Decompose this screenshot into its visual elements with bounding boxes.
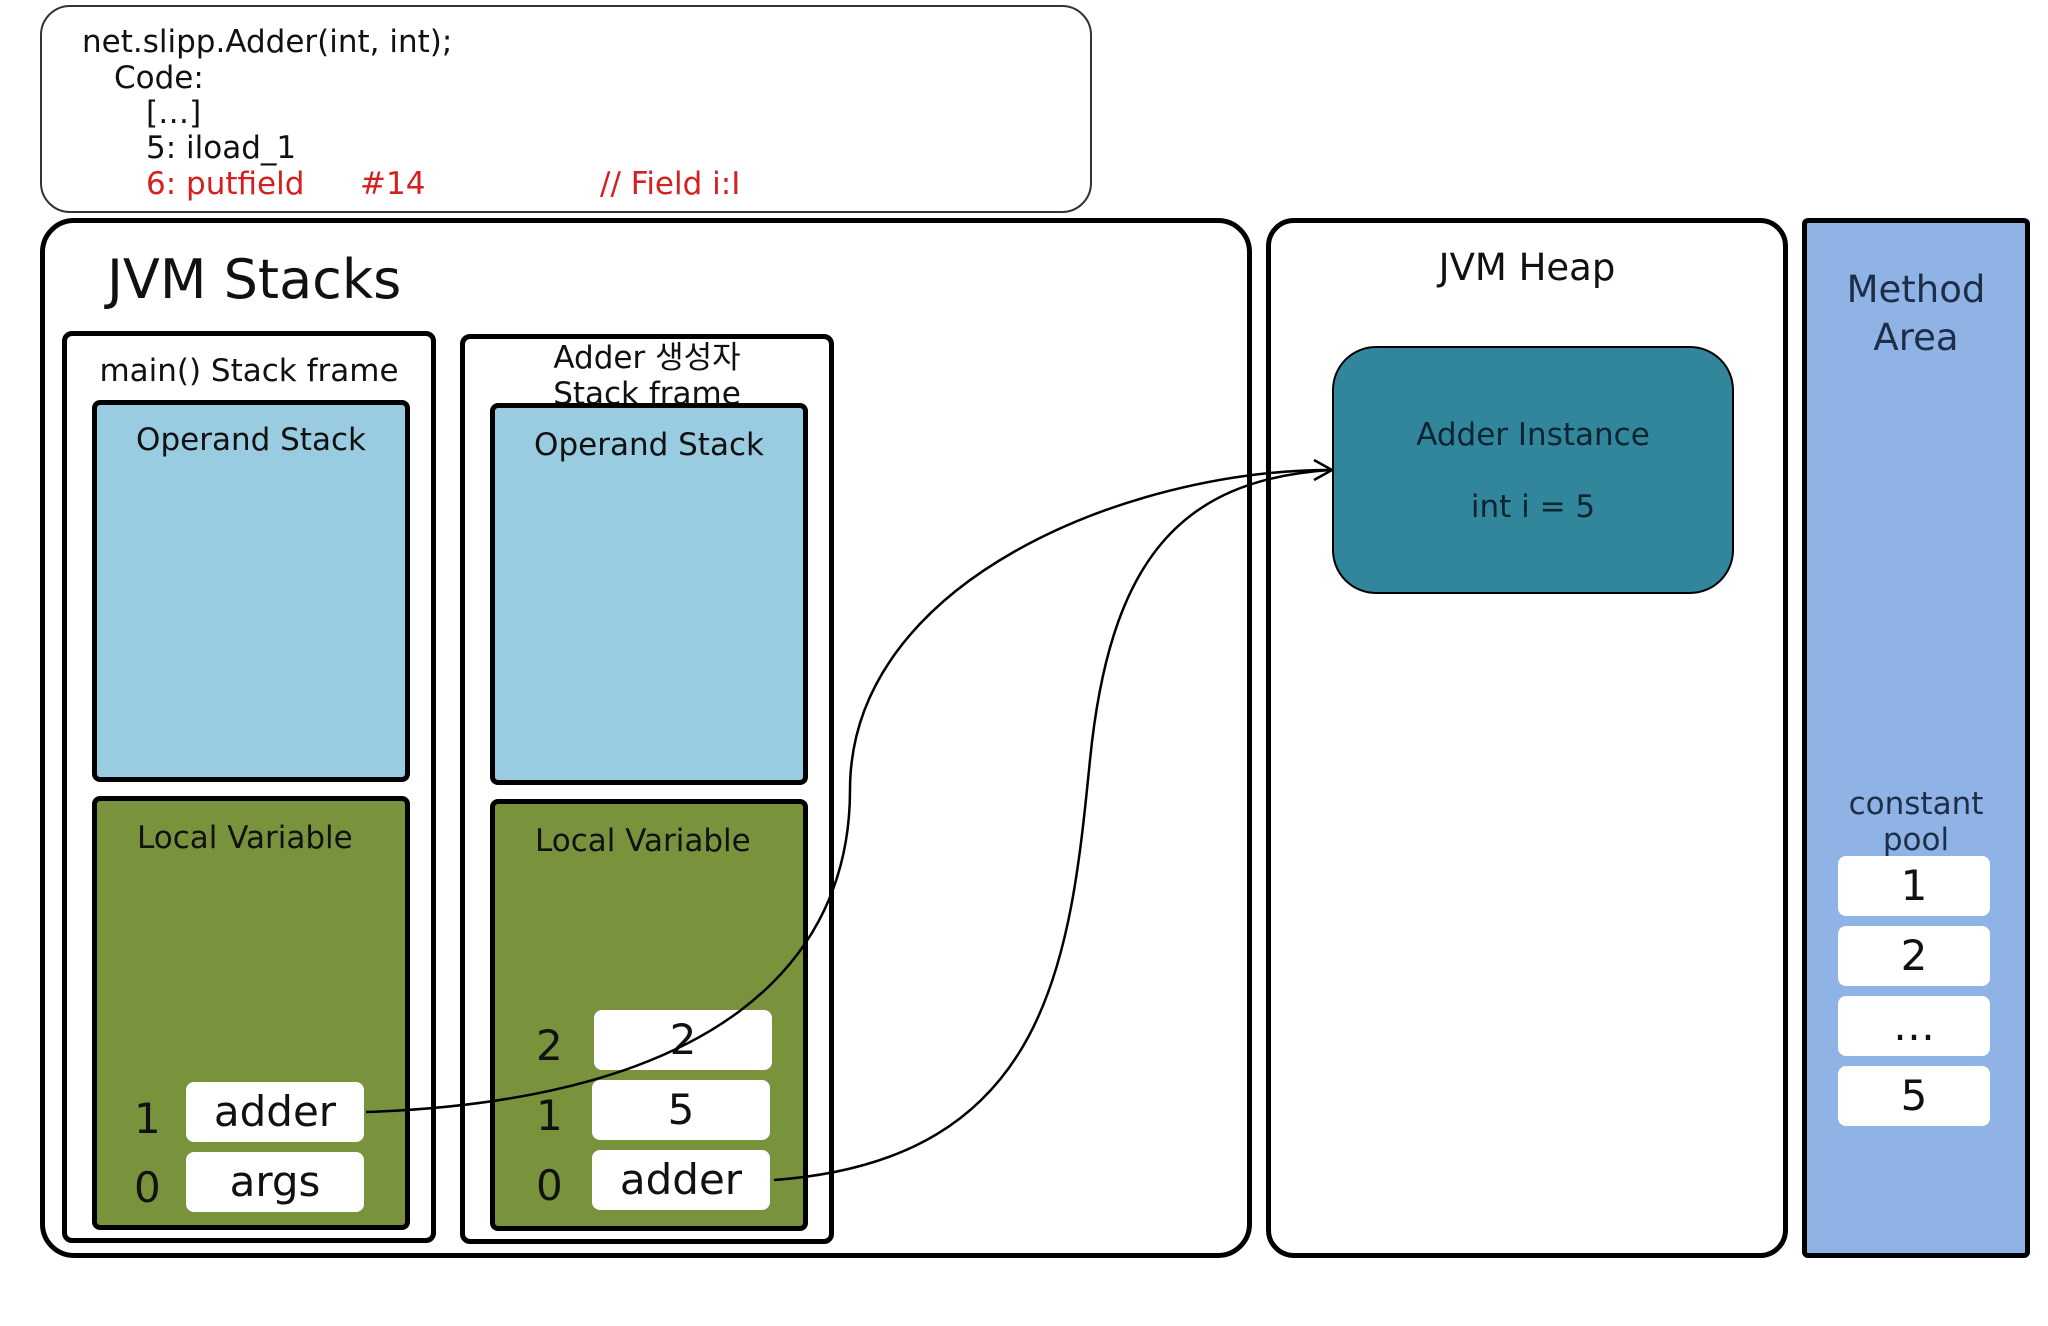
adder-local-variable-label: Local Variable [535,823,751,859]
code-putfield-op: 6: putfield [146,166,305,202]
code-label: Code: [114,60,204,96]
adder-slot-value: 5 [592,1080,770,1140]
method-area-title-line2: Area [1873,316,1959,359]
constant-pool-entry: 1 [1838,856,1990,916]
bytecode-box: net.slipp.Adder(int, int); Code: […] 5: … [40,5,1092,213]
code-putfield-ref: #14 [360,166,426,202]
adder-slot-index: 2 [536,1021,563,1070]
code-iload: 5: iload_1 [146,130,297,166]
constant-pool-entry: 2 [1838,926,1990,986]
code-putfield-comment: // Field i:I [600,166,741,202]
adder-operand-stack-label: Operand Stack [534,427,764,463]
adder-slot-value: 2 [594,1010,772,1070]
main-slot-index: 1 [134,1094,161,1143]
jvm-heap-title: JVM Heap [1438,246,1616,289]
main-local-variable-label: Local Variable [137,820,353,856]
main-slot-value: args [186,1152,364,1212]
main-operand-stack: Operand Stack [92,400,410,782]
constant-pool-entry: … [1838,996,1990,1056]
adder-operand-stack: Operand Stack [490,403,808,785]
adder-instance-name: Adder Instance [1416,417,1650,453]
adder-instance-field: int i = 5 [1470,489,1596,525]
main-operand-stack-label: Operand Stack [136,422,366,458]
constant-pool-entry: 5 [1838,1066,1990,1126]
main-slot-value: adder [186,1082,364,1142]
method-area-title: Method [1846,268,1986,311]
jvm-stacks-title: JVM Stacks [107,248,402,311]
adder-frame-title: Adder 생성자 [553,340,741,376]
adder-instance: Adder Instance int i = 5 [1332,346,1734,594]
main-frame-title: main() Stack frame [99,353,399,389]
adder-slot-value: adder [592,1150,770,1210]
adder-slot-index: 1 [536,1091,563,1140]
constant-pool-label: constant [1848,786,1984,822]
code-ellipsis: […] [146,95,202,131]
main-slot-index: 0 [134,1163,161,1212]
adder-slot-index: 0 [536,1161,563,1210]
code-method-signature: net.slipp.Adder(int, int); [82,24,453,60]
constant-pool-label-line2: pool [1882,822,1950,858]
